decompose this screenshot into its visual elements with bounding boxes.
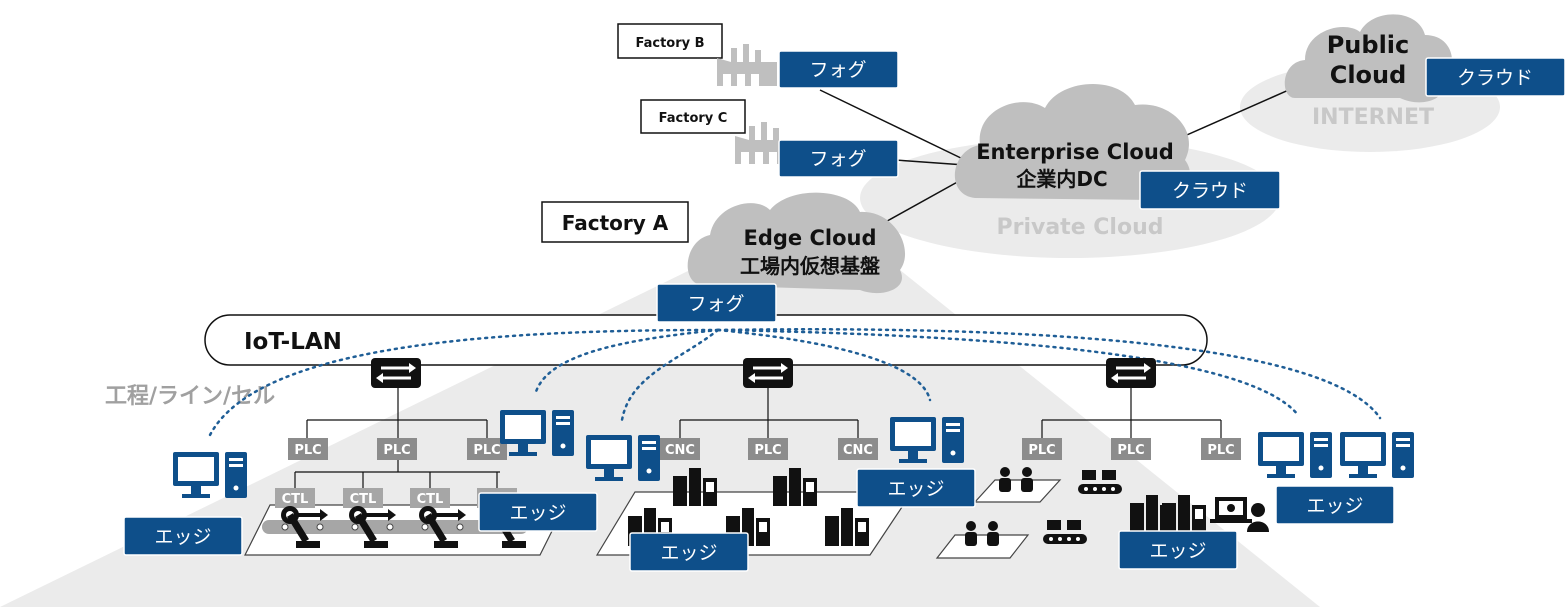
edge-tag: エッジ [856, 468, 976, 508]
edge-label: エッジ [660, 542, 717, 564]
switch-icon [1104, 356, 1158, 390]
plc-box: PLC [1111, 438, 1151, 460]
plc-box: PLC [288, 438, 328, 460]
plc-box: PLC [377, 438, 417, 460]
cell-platform [973, 479, 1062, 503]
enterprise-cloud-label-1: Enterprise Cloud [976, 140, 1174, 164]
plc-box: PLC [1022, 438, 1062, 460]
cnc-label: CNC [665, 443, 695, 458]
conveyor-rollers [281, 523, 499, 531]
cnc-box: CNC [838, 438, 878, 460]
cell-platform [935, 534, 1030, 559]
cloud-label: クラウド [1457, 67, 1533, 89]
ctl-label: CTL [417, 492, 444, 507]
cnc-box: CNC [660, 438, 700, 460]
ctl-box: CTL [275, 488, 315, 508]
fog-label: フォグ [687, 293, 744, 315]
edge-tag: エッジ [629, 532, 749, 572]
factory-a-label: Factory A [562, 211, 669, 235]
plc-label: PLC [1028, 443, 1055, 458]
switch-icon [369, 356, 423, 390]
plc-label: PLC [383, 443, 410, 458]
engineer-laptop-icon [1210, 497, 1269, 532]
cnc-label: CNC [843, 443, 873, 458]
edge-tag: エッジ [1118, 530, 1238, 570]
factory-c-label: Factory C [659, 111, 728, 126]
plc-label: PLC [294, 443, 321, 458]
fog-label: フォグ [809, 148, 866, 170]
edge-cloud-label-1: Edge Cloud [744, 226, 877, 250]
edge-label: エッジ [887, 478, 944, 500]
factory-icon [717, 44, 777, 86]
pc-icon [1258, 432, 1332, 478]
cloud-tag-public: クラウド [1425, 57, 1566, 97]
ctl-label: CTL [282, 492, 309, 507]
edge-tag: エッジ [478, 492, 598, 532]
fog-tag-factory-a: フォグ [656, 283, 777, 323]
factory-b: Factory B [617, 23, 777, 86]
plc-label: PLC [754, 443, 781, 458]
wired-tree [294, 388, 1222, 488]
fog-tag-factory-b: フォグ [778, 50, 899, 89]
fog-tag-factory-c: フォグ [778, 139, 899, 178]
edge-cloud-label-2: 工場内仮想基盤 [740, 254, 881, 278]
plc-label: PLC [473, 443, 500, 458]
plc-box: PLC [1201, 438, 1241, 460]
plc-box: PLC [748, 438, 788, 460]
ctl-label: CTL [350, 492, 377, 507]
ctl-box: CTL [410, 488, 450, 508]
edge-label: エッジ [1306, 495, 1363, 517]
factory-b-label: Factory B [635, 36, 704, 51]
edge-tag: エッジ [123, 516, 243, 556]
switch-icon [741, 356, 795, 390]
edge-label: エッジ [154, 526, 211, 548]
cloud-tag-enterprise: クラウド [1139, 170, 1281, 210]
ctl-box: CTL [343, 488, 383, 508]
pc-icon [173, 452, 247, 498]
plc-box: PLC [467, 438, 507, 460]
public-cloud: Public Cloud INTERNET [1284, 14, 1452, 130]
enterprise-cloud-label-2: 企業内DC [1015, 167, 1107, 191]
iot-lan-label: IoT-LAN [244, 329, 342, 355]
edge-label: エッジ [1149, 540, 1206, 562]
process-line-cell-label: 工程/ライン/セル [105, 384, 275, 409]
public-cloud-label-2: Cloud [1330, 61, 1407, 89]
public-cloud-label-1: Public [1327, 31, 1410, 59]
factory-a: Factory A [541, 201, 689, 243]
private-cloud-label: Private Cloud [996, 215, 1163, 240]
edge-cloud: Edge Cloud 工場内仮想基盤 [687, 192, 906, 294]
wireless-links [208, 328, 1382, 437]
plc-label: PLC [1207, 443, 1234, 458]
fog-label: フォグ [809, 59, 866, 81]
internet-label: INTERNET [1312, 105, 1434, 130]
edge-label: エッジ [509, 502, 566, 524]
enterprise-cloud: Enterprise Cloud 企業内DC Private Cloud [954, 83, 1191, 240]
cloud-label: クラウド [1172, 180, 1248, 202]
plc-label: PLC [1117, 443, 1144, 458]
pc-icon [1340, 432, 1414, 478]
wan-links [819, 84, 1301, 226]
conveyor-belt [262, 520, 528, 534]
edge-tag: エッジ [1275, 485, 1395, 525]
factory-c: Factory C [640, 99, 795, 164]
